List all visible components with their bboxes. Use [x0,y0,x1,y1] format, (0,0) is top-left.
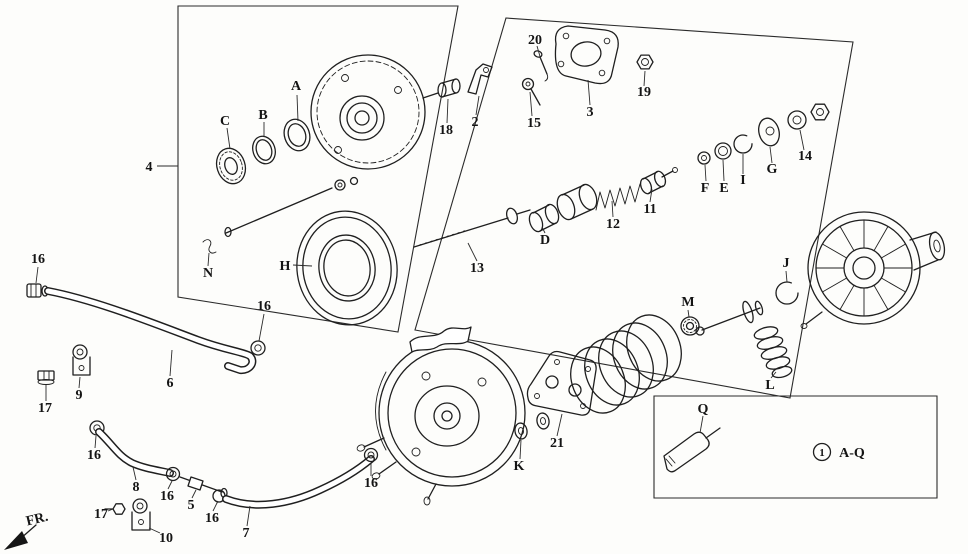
valve-rod [224,176,359,238]
callout-e[interactable]: E [719,181,728,196]
screw-20 [533,50,549,82]
callout-16-e[interactable]: 16 [205,511,219,526]
gasket-3 [554,25,619,85]
callout-labels: 20 19 15 3 2 18 A B C 4 14 G I E F 11 12… [31,33,812,546]
retainer-m [680,316,700,336]
callout-14[interactable]: 14 [798,149,812,164]
callout-10[interactable]: 10 [159,531,173,546]
boot-l [753,326,793,379]
clip-n [202,239,217,254]
nut-19 [636,54,654,70]
callout-7[interactable]: 7 [243,526,250,541]
snap-ring-i [733,134,753,154]
hose-7-group [212,447,379,509]
callout-16-c[interactable]: 16 [87,448,101,463]
snap-ring-j [775,281,799,305]
callout-c[interactable]: C [220,114,230,129]
bushing-18 [437,78,461,98]
callout-19[interactable]: 19 [637,85,651,100]
legend-circled-number: 1 [819,447,825,459]
callout-a[interactable]: A [291,79,302,94]
callout-16-b[interactable]: 16 [257,299,271,314]
callout-d[interactable]: D [540,233,550,248]
valve-spring-12 [595,183,641,211]
bolt-15 [521,77,541,106]
callout-18[interactable]: 18 [439,123,453,138]
callout-h[interactable]: H [280,259,291,274]
seal-ring-c [215,147,247,185]
filter-d [528,183,598,233]
callout-q[interactable]: Q [698,402,709,417]
callout-f[interactable]: F [701,181,710,196]
callout-2[interactable]: 2 [472,115,479,130]
callout-4[interactable]: 4 [146,160,153,175]
seal-ring-a [283,118,311,152]
callout-i[interactable]: I [740,173,745,188]
clip-10 [131,498,151,531]
callout-17-b[interactable]: 17 [94,507,108,522]
front-shell-plate [310,54,439,170]
ring-f [697,151,711,165]
hose-8-group [89,420,181,482]
grease-tube-q [663,427,721,473]
callout-12[interactable]: 12 [606,217,620,232]
callout-8[interactable]: 8 [133,480,140,495]
clevis-fork-2 [467,63,493,95]
gasket-21 [526,350,597,416]
washer-nut-14 [787,103,830,130]
callout-g[interactable]: G [767,162,778,177]
legend-range: A-Q [839,446,865,461]
bolt-17-upper [37,370,55,385]
callout-16-f[interactable]: 16 [364,476,378,491]
fr-label: FR. [25,510,50,530]
label-tab [409,326,472,353]
boundary-boxes [177,5,938,499]
kit-legend: 1 A-Q [812,442,865,462]
callout-j[interactable]: J [783,256,790,271]
callout-6[interactable]: 6 [167,376,174,391]
callout-15[interactable]: 15 [527,116,541,131]
callout-5[interactable]: 5 [188,498,195,513]
push-rod-13 [413,207,531,248]
bracket-9 [72,344,91,376]
callout-17-a[interactable]: 17 [38,401,52,416]
callout-b[interactable]: B [258,108,267,123]
callout-m[interactable]: M [681,295,694,310]
callout-n[interactable]: N [203,266,213,281]
hose-6-group [26,283,266,375]
leader-lines [35,45,805,534]
joint-pipe-5 [179,476,228,499]
callout-11[interactable]: 11 [643,202,656,217]
callout-9[interactable]: 9 [76,388,83,403]
reaction-rod [695,300,764,336]
callout-16-d[interactable]: 16 [160,489,174,504]
callout-21[interactable]: 21 [550,436,564,451]
seal-ring-b [252,135,276,165]
callout-3[interactable]: 3 [587,105,594,120]
fr-direction-arrow [4,524,37,550]
callout-13[interactable]: 13 [470,261,484,276]
rear-shell [800,211,946,329]
bolt-17-lower [104,503,126,515]
ring-e [714,142,732,160]
callout-k[interactable]: K [514,459,525,474]
washers-k [514,412,550,440]
diaphragm-seal-h [296,210,398,326]
callout-20[interactable]: 20 [528,33,542,48]
cup-g [758,117,780,147]
return-spring [570,314,682,414]
callout-16-a[interactable]: 16 [31,252,45,267]
callout-l[interactable]: L [765,378,774,393]
valve-11 [639,167,678,195]
booster-assembly [356,339,526,506]
